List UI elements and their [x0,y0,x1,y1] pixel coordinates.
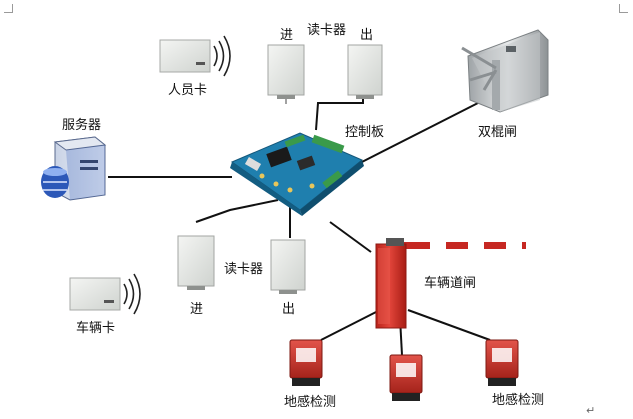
reader-entry-bottom-icon [177,235,215,290]
barrier-gate-icon [375,238,526,329]
label-barrier-gate: 车辆道闸 [424,276,477,291]
crop-mark-top-right [619,4,628,13]
line-controller-reader-top [315,96,364,131]
label-entry-bottom: 进 [190,302,204,317]
turnstile-icon [461,29,549,113]
label-exit-bottom: 出 [282,302,296,317]
label-personnel-card: 人员卡 [168,83,208,98]
loop-detector-3-icon [485,339,519,386]
label-reader-top: 读卡器 [307,23,347,38]
reader-exit-top-icon [347,44,383,99]
label-entry-top: 进 [280,28,294,43]
crop-mark-top-left [4,4,13,13]
line-controller-barrier [329,221,372,253]
server-icon [41,136,107,201]
line-barrier-detector-left [320,309,381,341]
return-mark: ↵ [586,404,596,417]
loop-detector-2-icon [389,354,423,401]
reader-entry-top-icon [267,44,305,104]
controller-board-icon [230,132,364,216]
label-controller: 控制板 [345,125,385,140]
vehicle-card-icon [69,273,141,315]
label-loop-detector-1: 地感检测 [284,395,337,410]
label-reader-bottom: 读卡器 [224,262,264,277]
line-controller-turnstile [355,102,479,166]
line-controller-reader-bottom [195,199,279,223]
personnel-card-icon [159,35,231,77]
label-loop-detector-2: 地感检测 [492,393,545,408]
line-barrier-detector-right [407,309,491,341]
label-exit-top: 出 [360,28,374,43]
label-vehicle-card: 车辆卡 [76,321,116,336]
label-server: 服务器 [62,118,102,133]
loop-detector-1-icon [289,339,323,386]
label-turnstile: 双棍闸 [478,125,518,140]
reader-exit-bottom-icon [270,239,306,294]
